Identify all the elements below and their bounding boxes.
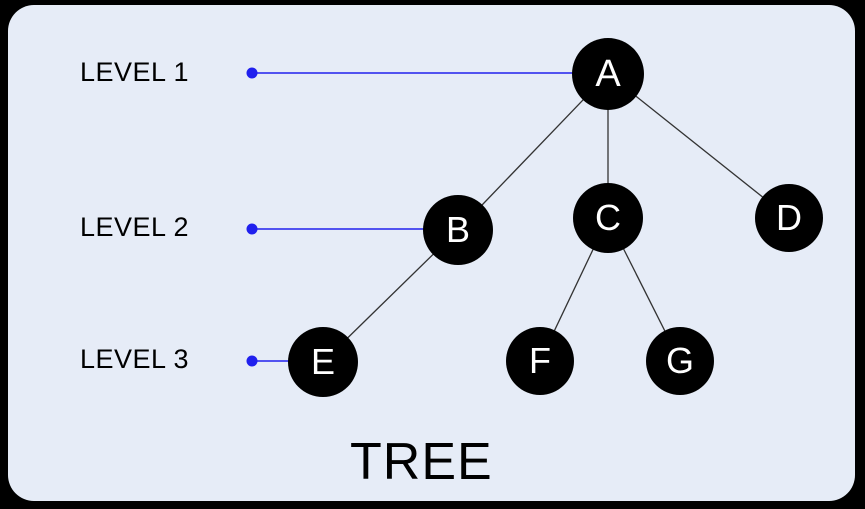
tree-node-label-b: B — [445, 209, 470, 250]
tree-node-label-e: E — [310, 341, 335, 382]
tree-node-label-c: C — [595, 197, 621, 238]
tree-node-b[interactable]: B — [423, 195, 493, 265]
tree-node-f[interactable]: F — [506, 327, 574, 395]
tree-node-d[interactable]: D — [755, 184, 823, 252]
tree-node-a[interactable]: A — [572, 38, 644, 110]
tree-node-c[interactable]: C — [573, 183, 643, 253]
tree-node-label-f: F — [529, 340, 551, 381]
level-label-3: LEVEL 3 — [80, 344, 190, 374]
tree-node-label-g: G — [665, 340, 694, 381]
tree-node-e[interactable]: E — [288, 327, 358, 397]
level-label-2: LEVEL 2 — [80, 212, 190, 242]
level-label-1: LEVEL 1 — [80, 57, 190, 87]
tree-node-label-a: A — [595, 53, 621, 95]
tree-node-g[interactable]: G — [646, 327, 714, 395]
diagram-title: TREE — [350, 433, 493, 491]
tree-node-label-d: D — [776, 197, 802, 238]
